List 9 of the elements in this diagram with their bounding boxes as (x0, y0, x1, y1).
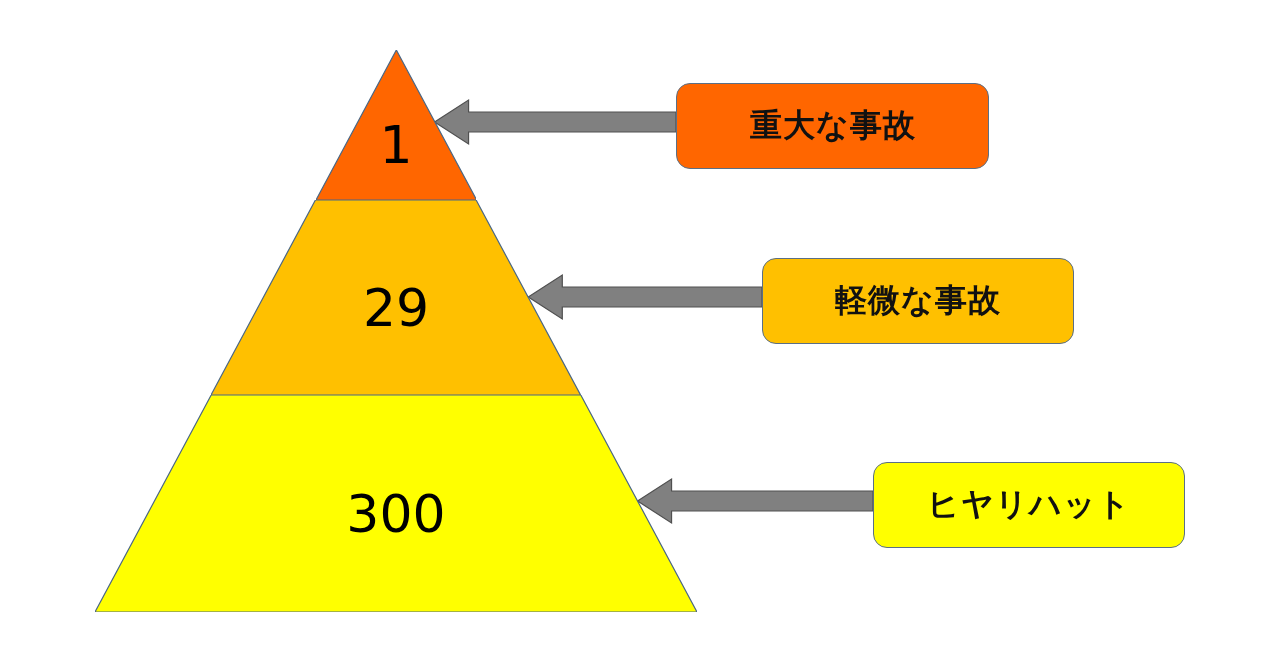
pyramid-band: 300 (95, 395, 697, 612)
label-box: ヒヤリハット (873, 462, 1185, 548)
block-arrow (433, 98, 677, 146)
block-arrow (636, 477, 874, 525)
pyramid-band: 29 (211, 200, 581, 395)
block-arrow (527, 273, 763, 321)
label-box: 重大な事故 (676, 83, 989, 169)
label-box: 軽微な事故 (762, 258, 1074, 344)
pyramid-top: 1 (315, 50, 477, 200)
